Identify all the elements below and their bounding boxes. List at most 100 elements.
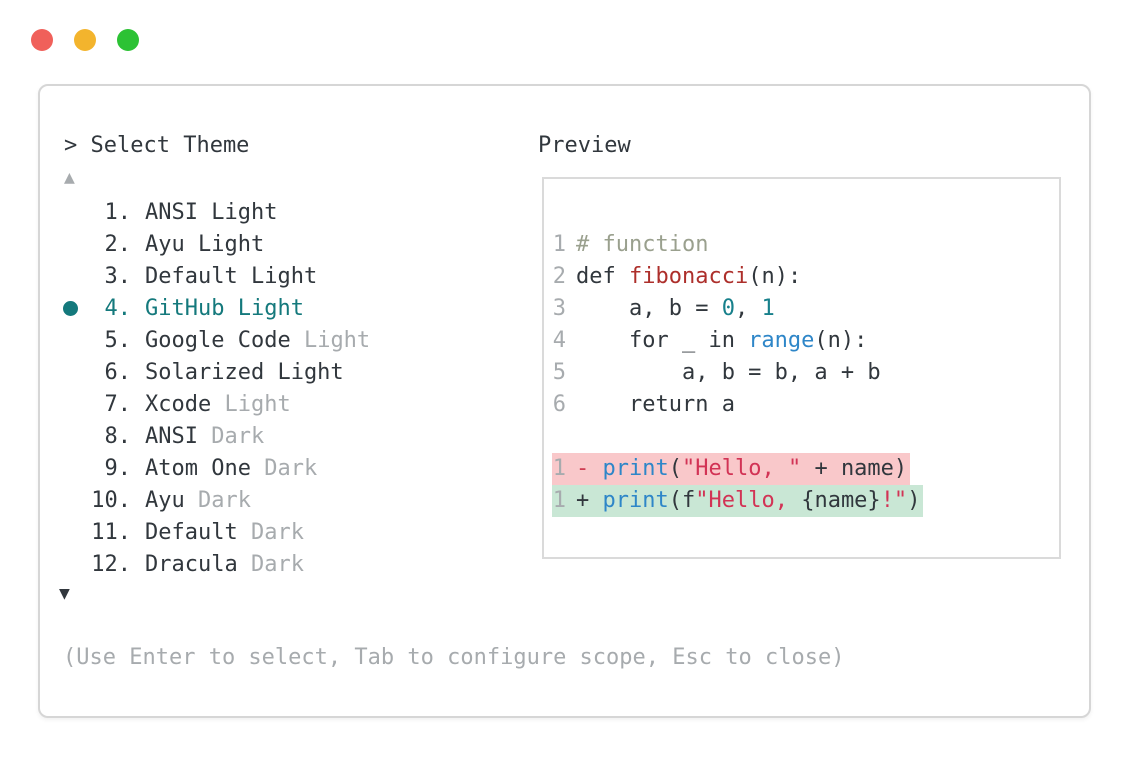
theme-item-number: 9.	[104, 455, 132, 481]
theme-item-dracula[interactable]: 12. Dracula Dark	[63, 548, 370, 580]
theme-item-number: 11.	[91, 519, 131, 545]
line-number: 1	[552, 232, 566, 257]
selected-bullet-icon	[63, 300, 78, 316]
preview-title: Preview	[538, 133, 631, 158]
line-number: 6	[552, 392, 566, 417]
line-content: 1 # function	[552, 229, 711, 261]
token-plain: a, b = b, a + b	[576, 360, 881, 385]
line-number: 3	[552, 296, 566, 321]
code-line: 5 a, b = b, a + b	[552, 357, 1059, 389]
line-text: def fibonacci(n):	[576, 261, 801, 293]
theme-item-number: 5.	[104, 327, 132, 353]
selector-title: > Select Theme	[64, 133, 250, 158]
token-plain: return a	[576, 392, 735, 417]
theme-item-label: Atom One	[145, 455, 251, 481]
token-plain: +	[576, 488, 603, 513]
token-plain: def	[576, 264, 629, 289]
token-builtin: print	[602, 456, 669, 481]
theme-item-ayu[interactable]: 10. Ayu Dark	[63, 484, 370, 516]
token-plain: for _ in	[576, 328, 749, 353]
code-line: 6 return a	[552, 389, 1059, 421]
theme-item-variant-label: Dark	[184, 487, 251, 513]
token-plain: (n):	[814, 328, 868, 353]
theme-item-ansi[interactable]: 8. ANSI Dark	[63, 420, 370, 452]
line-text: a, b = 0, 1	[576, 293, 775, 325]
line-content: 5 a, b = b, a + b	[552, 357, 884, 389]
line-text: # function	[576, 229, 708, 261]
theme-item-solarized-light[interactable]: 6.Solarized Light	[63, 356, 370, 388]
theme-item-number: 2.	[104, 231, 132, 257]
line-number: 5	[552, 360, 566, 385]
theme-item-ansi-light[interactable]: 1. ANSI Light	[63, 196, 370, 228]
token-function: fibonacci	[628, 264, 749, 289]
theme-item-number: 8.	[104, 423, 132, 449]
line-content: 3 a, b = 0, 1	[552, 293, 778, 325]
line-text: for _ in range(n):	[576, 325, 867, 357]
theme-item-label: GitHub Light	[145, 295, 304, 321]
token-plain: )	[907, 488, 921, 513]
theme-item-number: 1.	[104, 199, 132, 225]
close-button[interactable]	[31, 29, 53, 51]
theme-item-number: 7.	[104, 391, 132, 417]
token-plain: (	[668, 456, 682, 481]
bullet-column	[63, 300, 89, 316]
theme-item-label: Xcode	[145, 391, 212, 417]
theme-item-label: ANSI Light	[145, 199, 278, 225]
theme-item-variant-label: Light	[211, 391, 291, 417]
theme-item-default[interactable]: 11. Default Dark	[63, 516, 370, 548]
token-plain: + name)	[801, 456, 908, 481]
scroll-down-icon[interactable]: ▼	[59, 583, 70, 604]
diff-line-removed: 1 - print("Hello, " + name)	[552, 453, 1059, 485]
token-plain: a, b =	[576, 296, 722, 321]
theme-item-label: Ayu Light	[145, 231, 265, 257]
theme-item-google-code[interactable]: 5.Google Code Light	[63, 324, 371, 356]
code-blank-line	[552, 421, 1059, 453]
theme-item-label: Dracula	[145, 551, 238, 577]
line-number: 4	[552, 328, 566, 353]
theme-item-variant-label: Dark	[237, 551, 304, 577]
line-text: a, b = b, a + b	[576, 357, 881, 389]
token-string: !"	[880, 488, 908, 513]
theme-item-label: Solarized Light	[145, 359, 344, 385]
line-content: 6 return a	[552, 389, 738, 421]
token-builtin: print	[602, 488, 669, 513]
theme-item-variant-label: Dark	[250, 455, 318, 481]
token-plain: ,	[734, 296, 762, 321]
theme-item-variant-label: Dark	[197, 423, 265, 449]
line-text: + print(f"Hello, {name}!")	[576, 485, 920, 517]
token-builtin: range	[748, 328, 815, 353]
keyboard-hint: (Use Enter to select, Tab to configure s…	[63, 645, 845, 670]
theme-item-atom-one[interactable]: 9. Atom One Dark	[63, 452, 370, 484]
theme-item-default-light[interactable]: 3.Default Light	[63, 260, 370, 292]
theme-item-xcode[interactable]: 7. Xcode Light	[63, 388, 370, 420]
minimize-button[interactable]	[74, 29, 96, 51]
line-number: 1	[552, 488, 566, 513]
line-number: 1	[552, 456, 566, 481]
code-line: 4 for _ in range(n):	[552, 325, 1059, 357]
theme-item-github-light[interactable]: 4. GitHub Light	[63, 292, 370, 324]
token-number: 0	[721, 296, 735, 321]
theme-item-label: Default	[145, 519, 238, 545]
scroll-up-icon[interactable]: ▲	[64, 167, 75, 188]
line-text: - print("Hello, " + name)	[576, 453, 907, 485]
token-plain: (n):	[748, 264, 802, 289]
theme-item-number: 12.	[91, 551, 131, 577]
theme-selector-panel: > Select Theme ▲ 1. ANSI Light 2. Ayu Light…	[38, 84, 1091, 718]
line-content: 1 + print(f"Hello, {name}!")	[552, 485, 924, 517]
theme-item-label: ANSI	[145, 423, 198, 449]
theme-item-number: 3.	[104, 263, 132, 289]
theme-item-number: 4.	[104, 295, 132, 321]
zoom-button[interactable]	[117, 29, 139, 51]
token-string: "Hello,	[695, 488, 802, 513]
token-diff-minus: -	[576, 456, 603, 481]
line-content: 4 for _ in range(n):	[552, 325, 870, 357]
theme-item-label: Ayu	[145, 487, 185, 513]
token-plain: {name}	[801, 488, 881, 513]
token-plain: (f	[668, 488, 696, 513]
theme-item-variant-label: Dark	[237, 519, 304, 545]
theme-item-ayu-light[interactable]: 2. Ayu Light	[63, 228, 370, 260]
theme-item-number: 10.	[91, 487, 131, 513]
